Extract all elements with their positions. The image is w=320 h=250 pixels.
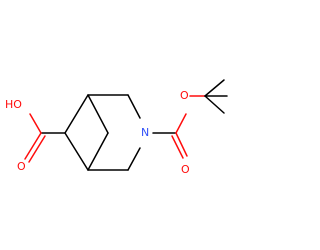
bond-tbu-methyl-up <box>204 79 225 97</box>
bond-c-o-boc-double-2 <box>171 135 184 159</box>
boc-carbonyl-oxygen-label: O <box>181 163 190 176</box>
bond-c1-c6 <box>64 94 89 134</box>
bond-layer <box>24 79 228 171</box>
nitrogen-label: N <box>141 126 149 139</box>
hydroxyl-label: HO <box>5 98 22 111</box>
bond-c2-n <box>127 94 141 119</box>
bond-tbu-methyl-down <box>204 95 225 114</box>
bond-c1-c6-bridge <box>87 94 109 134</box>
bond-c-o-double-1 <box>24 132 42 160</box>
ester-oxygen-label: O <box>180 89 189 102</box>
bond-c4-n <box>127 147 141 171</box>
bond-bridge-c5 <box>87 132 109 171</box>
bond-c6-c5 <box>64 132 89 171</box>
acid-carbonyl-oxygen-label: O <box>17 160 26 173</box>
bond-c-o-double-2 <box>28 135 46 163</box>
bond-c-o-ester <box>175 113 187 134</box>
atom-label-layer: HO O N O O <box>5 89 190 176</box>
bond-c-o-boc-double-1 <box>175 132 188 157</box>
bond-c-oh <box>29 113 42 134</box>
structure-drawing: HO O N O O <box>5 79 228 176</box>
